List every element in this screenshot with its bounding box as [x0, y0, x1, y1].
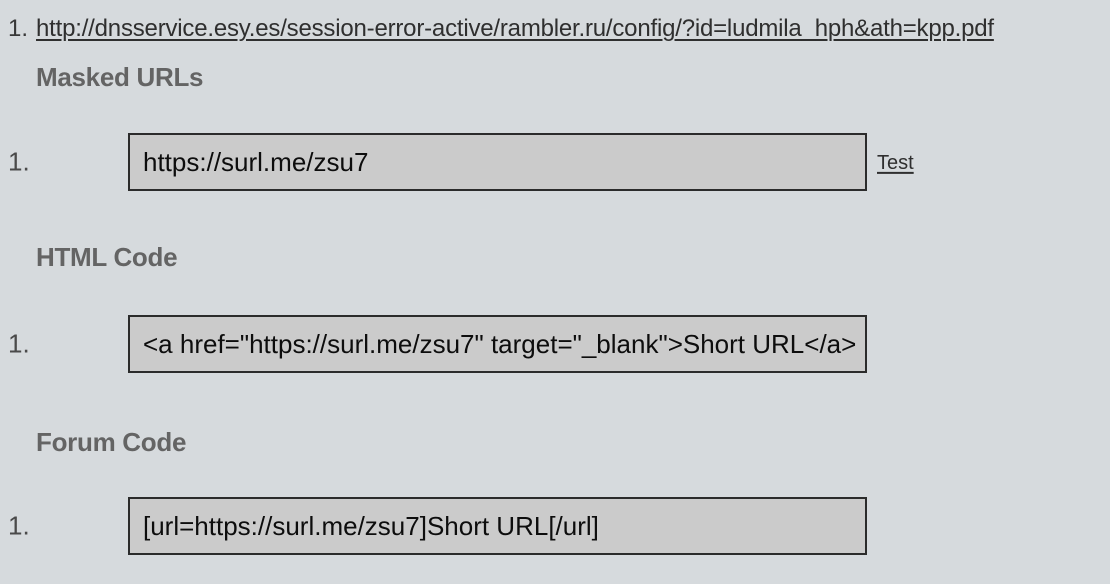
masked-url-row: 1. Test — [0, 133, 1110, 191]
test-link[interactable]: Test — [877, 151, 914, 174]
html-code-row: 1. — [0, 315, 1110, 373]
forum-code-heading: Forum Code — [36, 427, 187, 457]
masked-urls-heading: Masked URLs — [36, 62, 204, 92]
original-url-list-number: 1. — [8, 15, 29, 42]
forum-code-list-number: 1. — [8, 510, 30, 541]
html-code-list-number: 1. — [8, 328, 30, 359]
forum-code-row: 1. — [0, 497, 1110, 555]
html-code-heading: HTML Code — [36, 242, 178, 272]
original-url-link[interactable]: http://dnsservice.esy.es/session-error-a… — [36, 15, 994, 42]
html-code-input[interactable] — [128, 315, 867, 373]
forum-code-input[interactable] — [128, 497, 867, 555]
original-url-row: 1. http://dnsservice.esy.es/session-error… — [8, 15, 994, 43]
masked-url-list-number: 1. — [8, 146, 30, 177]
masked-url-input[interactable] — [128, 133, 867, 191]
